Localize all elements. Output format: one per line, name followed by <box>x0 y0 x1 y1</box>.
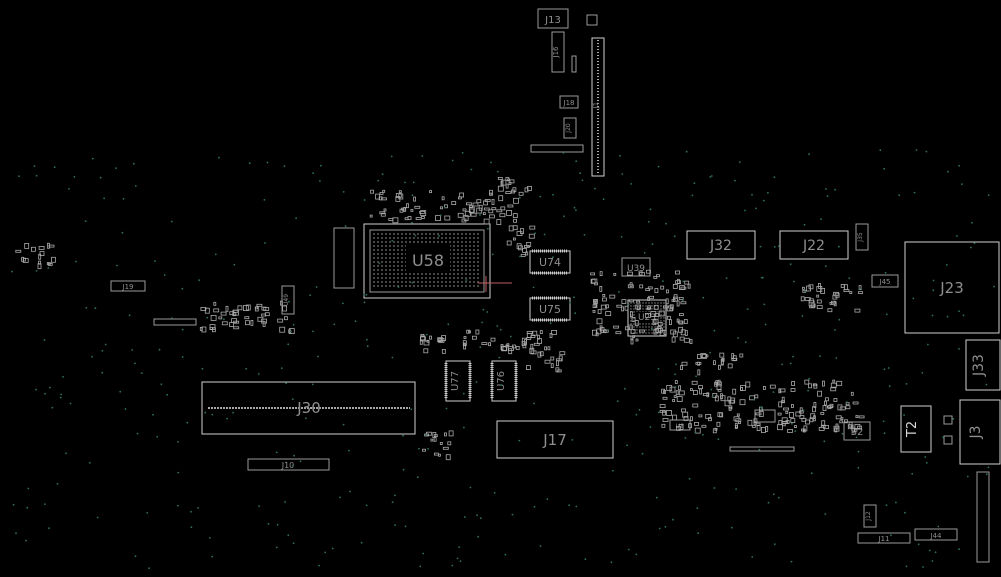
component-j13[interactable]: J13 <box>537 8 569 29</box>
component-u49[interactable]: U49 <box>281 285 295 315</box>
via-field <box>11 149 995 570</box>
component-u76[interactable]: U76 <box>490 360 518 402</box>
label-j1: J1 <box>592 102 600 110</box>
component-s2[interactable]: S2 <box>843 421 871 441</box>
component-u75[interactable]: U75 <box>529 296 571 322</box>
component-j35[interactable]: J35 <box>855 223 869 251</box>
label-j35: J35 <box>857 232 864 243</box>
component-left-strip <box>153 318 197 326</box>
label-j19: J19 <box>122 283 134 291</box>
component-j33[interactable]: J33 <box>965 339 1001 391</box>
label-j12: J12 <box>865 511 872 522</box>
component-j1[interactable]: J1 <box>591 37 605 177</box>
component-u8[interactable]: U8 <box>669 419 691 431</box>
label-j18: J18 <box>563 99 575 107</box>
component-small-pad <box>586 14 598 26</box>
label-j13: J13 <box>544 15 561 26</box>
component-j44[interactable]: J44 <box>914 528 958 541</box>
component-u77[interactable]: U77 <box>444 360 472 402</box>
label-u77: U77 <box>450 371 461 391</box>
label-u74: U74 <box>539 256 561 269</box>
component-j12[interactable]: J12 <box>863 504 877 528</box>
label-t2: T2 <box>905 421 920 438</box>
label-j20: J20 <box>565 123 572 134</box>
component-j20[interactable]: J20 <box>563 117 577 139</box>
component-j32[interactable]: J32 <box>686 230 756 260</box>
label-j33: J33 <box>971 354 987 377</box>
component-j17[interactable]: J17 <box>496 420 614 459</box>
label-u23: U23 <box>638 313 656 323</box>
label-j30: J30 <box>296 399 321 417</box>
component-slot <box>571 55 577 73</box>
component-u74[interactable]: U74 <box>529 249 571 275</box>
component-side-connector <box>976 471 990 563</box>
label-j44: J44 <box>930 532 943 540</box>
component-j3[interactable]: J3 <box>959 399 1001 465</box>
component-j19[interactable]: J19 <box>110 280 146 292</box>
label-j10: J10 <box>281 461 295 470</box>
component-t2[interactable]: T2 <box>900 405 953 453</box>
component-small-ic <box>754 409 776 423</box>
component-j10[interactable]: J10 <box>247 458 330 471</box>
component-j30[interactable]: J30 <box>201 381 416 435</box>
label-j23: J23 <box>939 279 964 297</box>
label-j17: J17 <box>542 431 567 449</box>
component-j16[interactable]: J16 <box>551 31 565 73</box>
component-header-strip <box>530 144 584 153</box>
small-components <box>15 176 865 461</box>
label-s2: S2 <box>851 427 864 438</box>
component-j45[interactable]: J45 <box>871 274 899 288</box>
label-j16: J16 <box>552 46 560 59</box>
component-bottom-strip <box>729 446 795 452</box>
label-j32: J32 <box>709 238 732 254</box>
label-j45: J45 <box>879 278 891 286</box>
component-j11[interactable]: J11 <box>857 532 911 544</box>
label-j11: J11 <box>878 535 890 543</box>
label-u39: U39 <box>627 264 645 274</box>
component-j22[interactable]: J22 <box>779 230 849 260</box>
component-u58[interactable]: U58 <box>363 223 512 299</box>
label-u49: U49 <box>283 294 290 306</box>
label-u76: U76 <box>496 371 507 391</box>
label-u58: U58 <box>412 251 444 270</box>
label-u75: U75 <box>539 303 561 316</box>
component-j18[interactable]: J18 <box>559 95 579 109</box>
component-cpu-side-pads <box>333 227 355 289</box>
label-j3: J3 <box>968 425 984 439</box>
component-u39[interactable]: U39 <box>621 257 651 277</box>
component-j23[interactable]: J23 <box>904 241 1000 334</box>
label-j22: J22 <box>802 238 825 254</box>
